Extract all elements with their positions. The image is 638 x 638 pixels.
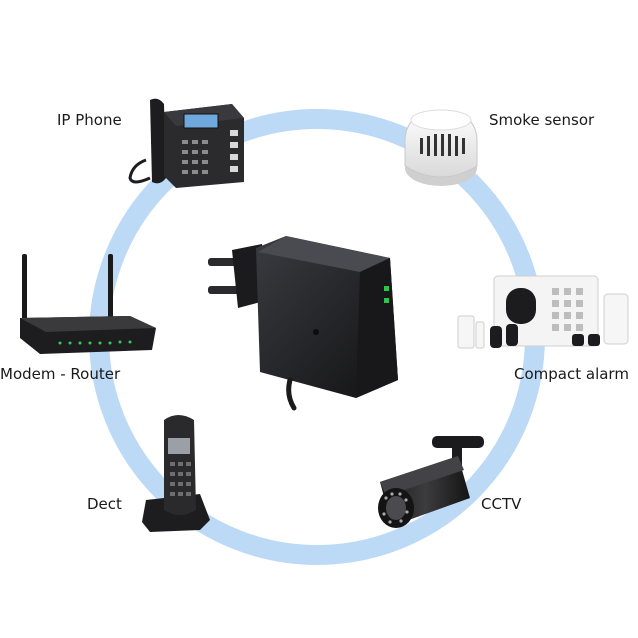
cctv-label: CCTV <box>481 495 522 513</box>
cordless-phone-icon <box>142 415 210 532</box>
alarm-panel-icon <box>457 275 629 349</box>
dect-label: Dect <box>87 495 122 513</box>
compact-alarm-label: Compact alarm <box>514 365 629 383</box>
modem-router-label: Modem - Router <box>0 365 121 383</box>
router-icon <box>20 254 156 354</box>
ip-phone-icon <box>128 98 244 188</box>
power-adapter-icon <box>208 236 398 411</box>
ip-phone-label: IP Phone <box>57 111 122 129</box>
smoke-sensor-icon <box>404 109 478 186</box>
cctv-camera-icon <box>378 436 484 528</box>
smoke-sensor-label: Smoke sensor <box>489 111 595 129</box>
